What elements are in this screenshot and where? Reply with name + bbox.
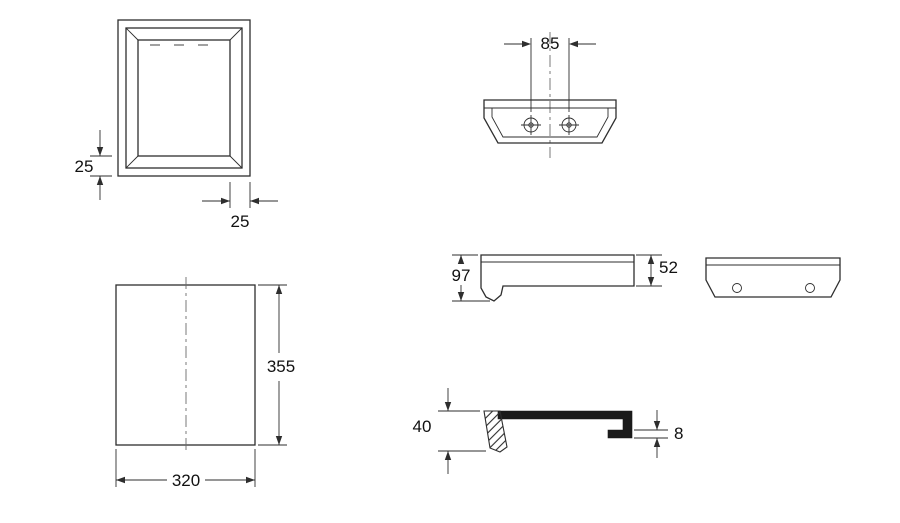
- dim-label-40: 40: [413, 417, 432, 436]
- plan-view: [115, 277, 256, 452]
- bracket-front-outline: [483, 99, 617, 144]
- dim-section-front-height: 40: [413, 388, 486, 474]
- corner-bevel-line: [125, 155, 139, 169]
- dim-label-52: 52: [659, 258, 678, 277]
- dim-front-bottom-strip: 25: [75, 130, 112, 200]
- corner-bevel-line: [229, 155, 243, 169]
- side-profile-outline: [480, 254, 635, 302]
- section-apron-cut: [483, 410, 508, 453]
- dim-plan-depth: 355: [258, 284, 295, 446]
- plan-outline: [115, 284, 256, 446]
- bracket-underside-view: [705, 257, 841, 298]
- section-slab-cut: [497, 410, 633, 439]
- screw-hole-icon: [732, 283, 742, 293]
- bracket-front-view: [483, 32, 617, 158]
- dim-label-320: 320: [172, 471, 200, 490]
- mounting-hole-icon: [559, 115, 579, 135]
- section-view: [483, 410, 633, 453]
- dim-section-edge: 8: [634, 410, 683, 458]
- dim-label-25-bottom: 25: [231, 212, 250, 231]
- dim-label-355: 355: [267, 357, 295, 376]
- dim-label-8: 8: [674, 424, 683, 443]
- dim-label-25-left: 25: [75, 157, 94, 176]
- underside-outline: [705, 257, 841, 298]
- side-profile-view: [480, 254, 635, 302]
- front-view: [117, 19, 251, 177]
- front-view-outer-outline: [117, 19, 251, 177]
- front-view-inner-opening: [137, 39, 231, 157]
- dim-plan-width: 320: [115, 449, 256, 490]
- front-view-mid-outline: [125, 27, 243, 169]
- corner-bevel-line: [125, 27, 139, 41]
- dim-hole-spacing: 85: [504, 34, 596, 112]
- dim-label-85: 85: [541, 34, 560, 53]
- dim-side-body-height: 52: [636, 254, 678, 287]
- inner-contour: [491, 108, 609, 138]
- dim-front-side-strip: 25: [202, 182, 278, 231]
- screw-hole-icon: [805, 283, 815, 293]
- corner-bevel-line: [229, 27, 243, 41]
- dim-label-97: 97: [452, 266, 471, 285]
- dim-side-total-height: 97: [452, 254, 490, 302]
- mounting-hole-icon: [521, 115, 541, 135]
